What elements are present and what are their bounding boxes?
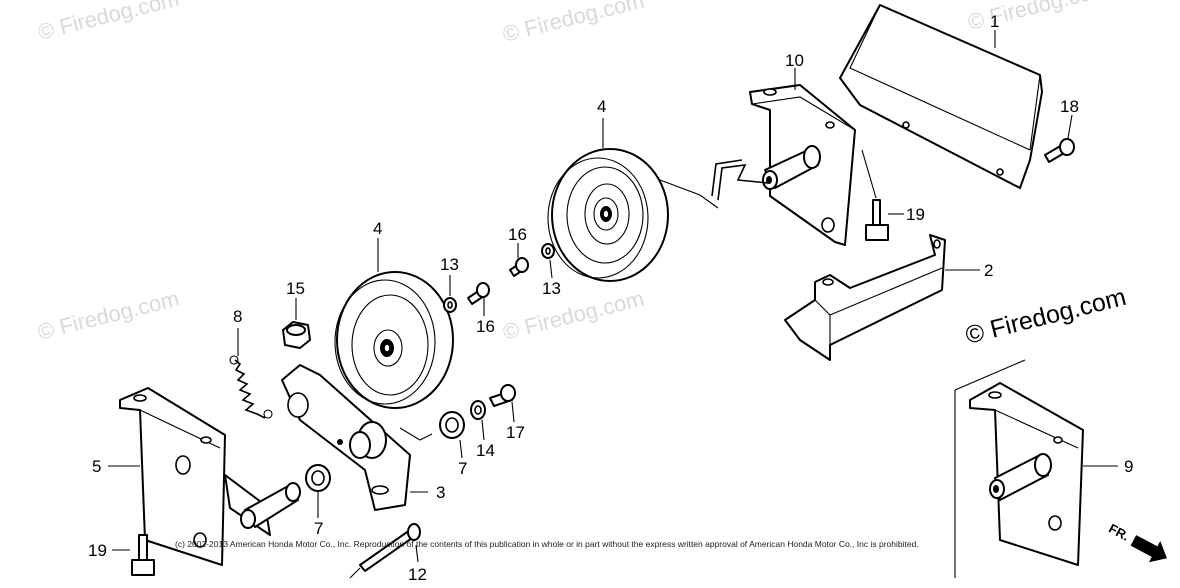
watermark: © Firedog.com (35, 286, 181, 345)
callout-9: 9 (1124, 457, 1133, 476)
arrow-icon (1130, 535, 1167, 563)
callout-5: 5 (92, 457, 101, 476)
hardware-parts (131, 138, 1075, 579)
callout-1: 1 (990, 12, 999, 31)
lower-pulley-part (334, 271, 454, 409)
upper-pulley-part (547, 148, 719, 282)
callout-19: 19 (906, 205, 925, 224)
idler-arm-part (281, 364, 433, 511)
callout-17: 17 (506, 423, 525, 442)
copyright-notice: (c) 2002-2013 American Honda Motor Co., … (175, 539, 919, 549)
belt-cover-part (839, 4, 1043, 189)
leader-lines (108, 30, 1118, 563)
callout-13: 13 (542, 279, 561, 298)
front-arrow: FR. (1106, 521, 1167, 563)
watermark: © Firedog.com (500, 286, 646, 345)
upper-bracket-part (711, 84, 856, 246)
callout-7: 7 (314, 519, 323, 538)
callout-13: 13 (440, 255, 459, 274)
left-bracket-part (119, 387, 301, 566)
callout-8: 8 (233, 307, 242, 326)
watermark: © Firedog.com (35, 0, 181, 45)
callout-7: 7 (458, 459, 467, 478)
callout-2: 2 (984, 261, 993, 280)
callout-14: 14 (476, 441, 495, 460)
callout-18: 18 (1060, 97, 1079, 116)
callout-4: 4 (597, 97, 606, 116)
callout-19: 19 (88, 541, 107, 560)
callouts: 1 2 3 4 4 5 7 7 8 9 10 12 13 13 14 15 16… (88, 12, 1133, 584)
callout-16: 16 (508, 225, 527, 244)
front-label: FR. (1106, 521, 1132, 544)
callout-4: 4 (373, 219, 382, 238)
callout-16: 16 (476, 317, 495, 336)
lower-channel-part (784, 234, 946, 361)
watermark-main: © Firedog.com (963, 283, 1129, 350)
watermark: © Firedog.com (500, 0, 646, 47)
watermark: © Firedog.com (965, 0, 1111, 35)
callout-3: 3 (436, 483, 445, 502)
callout-12: 12 (408, 565, 427, 584)
callout-15: 15 (286, 279, 305, 298)
right-bracket-part (954, 359, 1084, 578)
callout-10: 10 (785, 51, 804, 70)
